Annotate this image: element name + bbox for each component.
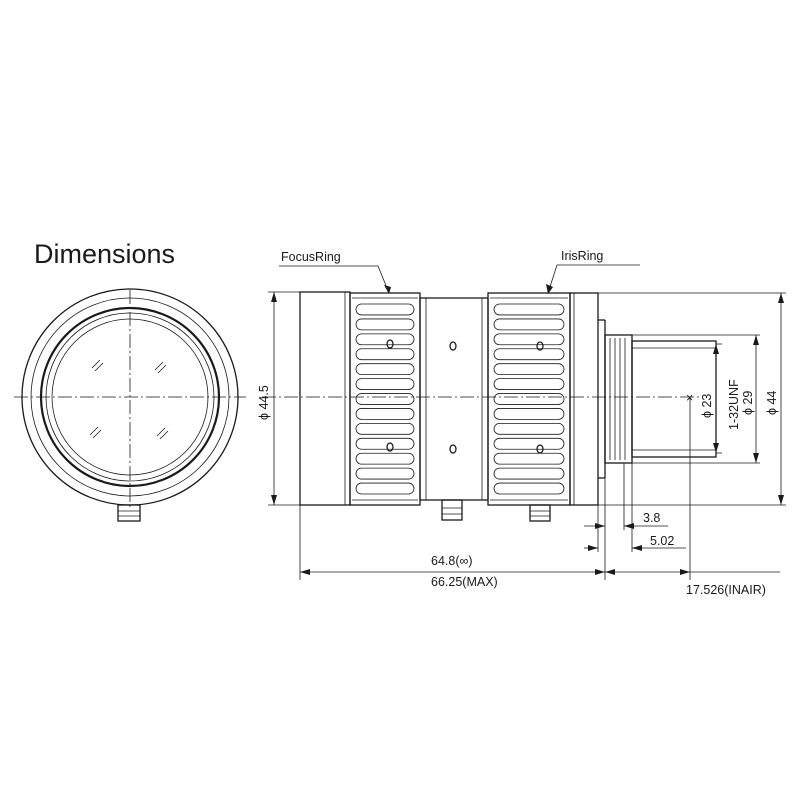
dim-thread-inner: ϕ 23 — [700, 343, 722, 454]
grip-ridge — [355, 333, 415, 346]
grip-ridge — [355, 437, 415, 450]
dimensions-title: Dimensions — [34, 239, 175, 269]
grip-ridge — [493, 467, 565, 480]
front-hood — [299, 291, 351, 506]
grip-ridge — [493, 408, 565, 420]
grip-ridge — [493, 452, 565, 465]
dim-body-diameter: ϕ 44.5 — [257, 291, 300, 506]
grip-ridge — [493, 363, 565, 376]
glass-reflection-marks — [89, 359, 169, 440]
grip-ridge — [355, 467, 415, 480]
focus-ring-leader — [279, 265, 390, 294]
iris-ring-callout: IrisRing — [546, 249, 640, 294]
mount-diameter-text: ϕ 29 — [741, 391, 755, 415]
focus-lock-knob — [441, 499, 463, 521]
focus-ring-body — [349, 292, 421, 506]
iris-ring-body — [487, 292, 571, 506]
flange-depth-text: 3.8 — [643, 511, 660, 525]
grip-ridge — [493, 393, 565, 405]
grip-ridge — [493, 482, 565, 495]
rear-diameter-text: ϕ 44 — [765, 391, 779, 415]
back-focus-text: 17.526(INAIR) — [686, 583, 766, 597]
grip-ridge — [355, 452, 415, 465]
grip-ridge — [355, 303, 415, 316]
iris-lock-knob — [529, 504, 551, 522]
flange-offset-text: 5.02 — [650, 534, 674, 548]
front-view — [14, 288, 246, 522]
side-view: × — [262, 291, 717, 522]
grip-ridge — [493, 318, 565, 331]
dim-extension-lines — [299, 463, 633, 580]
grip-ridge — [493, 378, 565, 390]
grip-ridge — [493, 333, 565, 346]
grip-ridge — [355, 363, 415, 376]
mount-thread-text: 1-32UNF — [727, 379, 741, 430]
iris-ring-leader — [547, 264, 640, 294]
c-mount-thread — [604, 334, 717, 464]
grip-ridge — [493, 437, 565, 450]
dim-flange-offset: 5.02 — [584, 534, 686, 551]
grip-ridge — [355, 393, 415, 405]
grip-ridge — [493, 303, 565, 316]
dim-rear-diameter: ϕ 44 — [598, 292, 786, 506]
body-diameter-text: ϕ 44.5 — [257, 385, 271, 420]
grip-ridge — [355, 422, 415, 435]
focus-ring-callout: FocusRing — [279, 250, 391, 294]
middle-barrel — [419, 297, 489, 501]
length-max-text: 66.25(MAX) — [431, 575, 498, 589]
thread-inner-text: ϕ 23 — [700, 394, 714, 418]
focus-ring-label: FocusRing — [281, 250, 341, 264]
length-infinity-text: 64.8(∞) — [431, 554, 473, 568]
grip-ridge — [355, 318, 415, 331]
dim-mount-diameter: 1-32UNF ϕ 29 — [632, 334, 760, 464]
dim-length-infinity: 64.8(∞) — [300, 554, 605, 575]
grip-ridge — [355, 378, 415, 390]
rear-body — [569, 292, 606, 506]
grip-ridge — [355, 408, 415, 420]
dim-back-focus: 17.526(INAIR) — [605, 397, 780, 597]
grip-ridge — [493, 422, 565, 435]
iris-ring-label: IrisRing — [561, 249, 603, 263]
grip-ridge — [355, 482, 415, 495]
front-lock-knob — [117, 504, 141, 522]
dim-flange-depth: 3.8 — [584, 511, 668, 529]
grip-ridge — [493, 348, 565, 361]
grip-ridge — [355, 348, 415, 361]
dim-length-max: 66.25(MAX) — [431, 575, 498, 589]
barrel-screws — [386, 339, 544, 454]
